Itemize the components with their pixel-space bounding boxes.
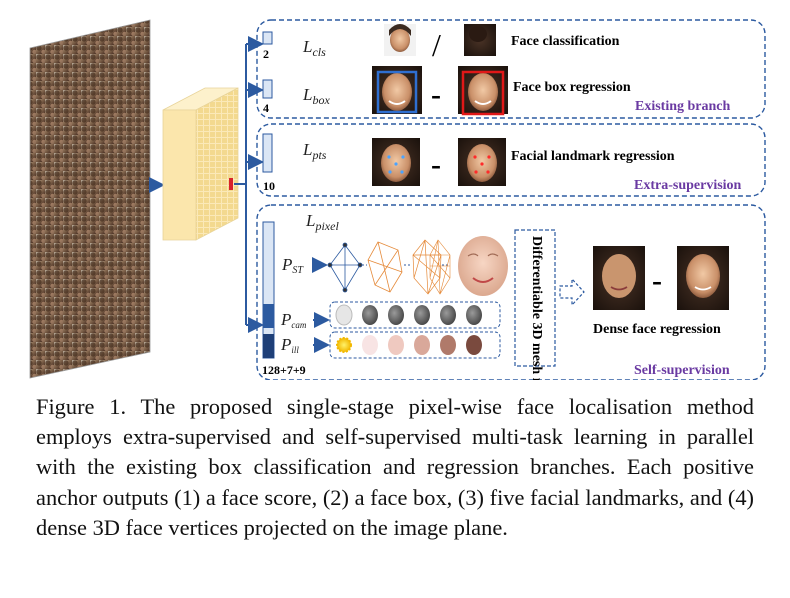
pts-channels: 10 bbox=[263, 179, 275, 193]
cls-label: Face classification bbox=[511, 34, 620, 49]
lighting-faces bbox=[336, 335, 482, 355]
pixel-channels: 128+7+9 bbox=[262, 363, 306, 377]
face-thumbnail-negative bbox=[464, 24, 496, 56]
branch-connectors bbox=[234, 36, 264, 333]
box-loss: Lbox bbox=[302, 85, 330, 107]
cls-loss: Lcls bbox=[302, 37, 326, 59]
cls-channel-bar bbox=[262, 31, 273, 45]
pts-minus: - bbox=[431, 148, 441, 181]
pcam-poses-box bbox=[329, 301, 501, 329]
mesh-level-2 bbox=[367, 241, 403, 293]
box-label: Face box regression bbox=[513, 80, 631, 95]
crowd-image bbox=[29, 19, 151, 379]
dense-face-groundtruth bbox=[677, 246, 729, 310]
dense-face-rendered bbox=[593, 246, 645, 310]
dense-label: Dense face regression bbox=[593, 322, 721, 337]
panel-self-supervision bbox=[256, 204, 766, 380]
self-supervision-label: Self-supervision bbox=[634, 363, 730, 378]
pts-row: 10 Lpts - Facial landmark regression Ext… bbox=[262, 133, 742, 193]
face-landmarks-groundtruth bbox=[458, 138, 506, 186]
cls-row: 2 Lcls / Face classification bbox=[262, 24, 620, 63]
pts-loss: Lpts bbox=[302, 140, 327, 162]
pixel-channel-stack bbox=[262, 221, 275, 359]
pixel-row: 128+7+9 Lpixel PST Pcam bbox=[262, 211, 730, 380]
figure-caption: Figure 1. The proposed single-stage pixe… bbox=[36, 394, 754, 540]
pts-label: Facial landmark regression bbox=[511, 149, 675, 164]
pst-label: PST bbox=[281, 255, 304, 276]
panel-extra-supervision bbox=[256, 123, 766, 197]
renderer-output-arrow bbox=[559, 277, 585, 307]
pts-channel-bar bbox=[262, 133, 273, 173]
box-channel-bar bbox=[262, 79, 273, 99]
mesh-level-3 bbox=[412, 239, 442, 295]
dense-minus: - bbox=[652, 264, 662, 297]
box-minus: - bbox=[431, 78, 441, 111]
renderer-box bbox=[514, 229, 556, 367]
cls-channels: 2 bbox=[263, 47, 269, 61]
extra-supervision-label: Extra-supervision bbox=[634, 178, 742, 193]
pixel-loss: Lpixel bbox=[305, 211, 339, 233]
face-landmarks-predicted bbox=[372, 138, 420, 186]
pcam-label: Pcam bbox=[280, 310, 307, 330]
pill-lighting-box bbox=[329, 331, 501, 359]
box-channels: 4 bbox=[263, 101, 269, 115]
renderer-label: Differentiable 3D mesh renderer bbox=[529, 236, 544, 380]
box-row: 4 Lbox - Face box regression Existing br… bbox=[262, 66, 731, 116]
face-box-predicted bbox=[372, 66, 422, 114]
existing-branch-label: Existing branch bbox=[635, 99, 731, 114]
face-thumbnail-positive bbox=[384, 24, 416, 56]
cls-slash: / bbox=[432, 27, 441, 63]
pose-heads bbox=[335, 304, 482, 326]
face-box-groundtruth bbox=[458, 66, 508, 116]
mesh-graph-sequence bbox=[327, 242, 363, 293]
pill-label: Pill bbox=[280, 335, 299, 355]
feature-map-cube bbox=[162, 87, 239, 241]
face-shape-texture bbox=[458, 236, 508, 296]
pipeline-diagram: 2 Lcls / Face classification 4 Lbox - bbox=[29, 19, 766, 380]
mesh-level-4 bbox=[429, 239, 451, 295]
panel-existing-branch bbox=[256, 19, 766, 119]
